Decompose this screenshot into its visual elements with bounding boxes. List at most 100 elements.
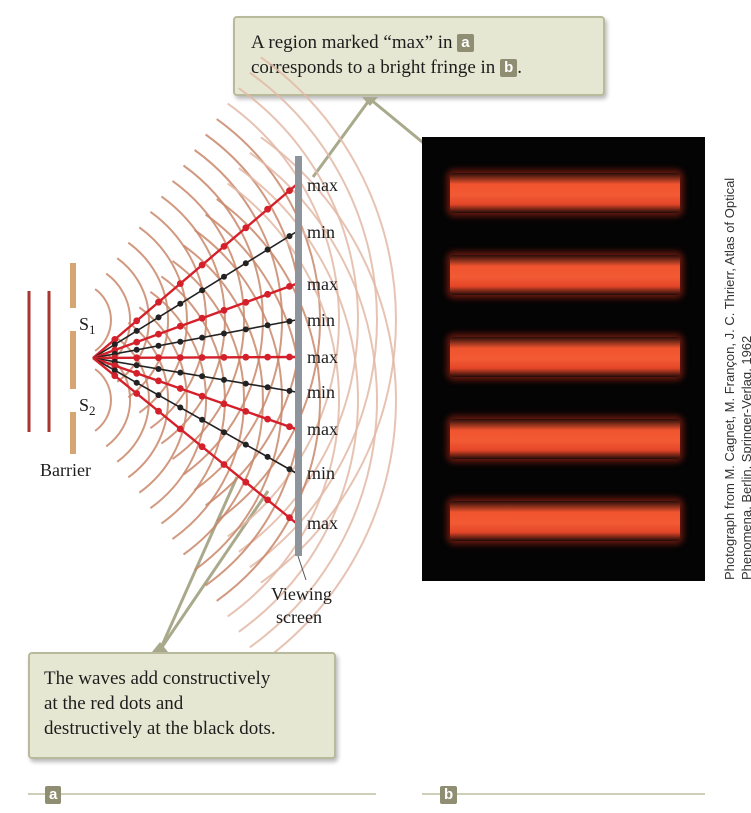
min-ray-4: [92, 319, 297, 359]
red-dot: [155, 298, 162, 306]
black-dot: [133, 379, 140, 386]
black-dot: [199, 287, 206, 294]
black-dot: [177, 369, 184, 376]
black-dot: [155, 366, 162, 372]
black-dot: [199, 416, 206, 423]
bright-fringe: [450, 173, 680, 213]
interference-rays: [92, 184, 297, 524]
callout-bottom-leader: [158, 476, 239, 651]
barrier-top: [70, 263, 76, 308]
min-ray-2: [92, 231, 297, 359]
wavefront-arc-slit-1: [138, 226, 188, 414]
max-ray-1: [92, 184, 297, 359]
max-ray-5: [92, 355, 297, 360]
wavefront-arc-slit-1: [160, 195, 226, 445]
red-dot: [264, 205, 271, 213]
black-dot: [155, 314, 162, 321]
red-dot: [220, 400, 228, 408]
black-dot: [221, 429, 227, 436]
black-dot: [155, 392, 162, 399]
barrier-bottom: [70, 412, 76, 454]
red-dot: [155, 407, 162, 415]
red-dot: [220, 461, 228, 468]
wavefront-arc-slit-1: [94, 288, 112, 352]
red-dot: [133, 317, 141, 325]
red-dot: [286, 353, 293, 361]
slit-1-label: S1: [79, 314, 96, 337]
black-dot: [286, 233, 293, 240]
viewing-screen-label-line-2: screen: [276, 607, 322, 627]
screen-label-max-1: max: [307, 175, 338, 195]
black-dot: [133, 327, 140, 334]
black-dot: [177, 300, 184, 307]
viewing-screen-leader: [297, 555, 307, 581]
black-dot: [242, 326, 249, 333]
black-dot: [111, 341, 118, 348]
black-dot: [264, 384, 271, 391]
red-dot: [242, 224, 250, 232]
wavefront-arc-slit-1: [171, 180, 246, 460]
black-dot: [221, 376, 227, 383]
red-dot: [264, 496, 271, 504]
wavefront-arc-slit-1: [249, 71, 378, 569]
red-dot: [264, 290, 271, 298]
panel-badge-a: a: [457, 34, 474, 52]
callout-top-leader: [311, 98, 372, 178]
wavefront-arc-slit-2: [160, 275, 226, 525]
red-dot: [242, 353, 250, 361]
black-dot: [242, 441, 249, 448]
black-dot: [286, 318, 293, 325]
min-ray-8: [92, 357, 297, 474]
red-dot: [198, 443, 206, 451]
wavefront-arc-slit-1: [194, 149, 283, 491]
wavefront-arc-slit-2: [260, 136, 397, 664]
wavefront-arc-slit-1: [116, 257, 150, 383]
wavefront-arc-slit-2: [194, 229, 283, 571]
callout-bottom-line-2: at the red dots and: [44, 693, 184, 714]
photo-credit: Photograph from M. Cagnet, M. Françon, J…: [722, 177, 751, 580]
callout-max-bright-fringe: A region marked “max” in a corresponds t…: [233, 16, 605, 96]
black-dot: [177, 404, 184, 411]
black-dot: [133, 346, 140, 353]
red-dot: [198, 261, 206, 269]
red-dot: [220, 306, 228, 314]
black-dot: [177, 338, 184, 345]
wavefronts: [94, 56, 397, 664]
barrier-middle: [70, 331, 76, 389]
red-dot: [155, 354, 162, 362]
red-dot: [264, 353, 271, 361]
panel-b-rule: [422, 793, 705, 795]
red-dot: [133, 390, 141, 397]
wavefront-arc-slit-2: [227, 182, 341, 618]
callout-top-line-1: A region marked “max” in a: [251, 30, 587, 55]
red-dot: [133, 369, 141, 377]
max-ray-3: [92, 282, 297, 360]
callout-bottom-line-3: destructively at the black dots.: [44, 718, 276, 739]
black-dot: [242, 260, 249, 267]
black-dot: [133, 362, 140, 369]
screen-label-max-5: max: [307, 347, 338, 367]
red-dot: [111, 372, 119, 380]
red-dot: [242, 408, 250, 415]
red-dot: [286, 423, 293, 431]
panel-a-tag: a: [45, 786, 62, 804]
red-dot: [286, 187, 293, 195]
panel-badge-b: b: [500, 59, 518, 77]
wavefront-arc-slit-2: [138, 306, 188, 494]
wavefront-arc-slit-2: [249, 151, 378, 649]
viewing-screen-label-line-1: Viewing: [271, 584, 332, 604]
red-dot: [133, 338, 141, 346]
black-dot: [286, 387, 293, 394]
red-dot: [133, 354, 141, 362]
red-dot: [242, 298, 250, 306]
red-dot: [220, 243, 228, 250]
red-dot: [286, 283, 293, 290]
screen-label-max-7: max: [307, 419, 338, 439]
bright-fringe: [450, 255, 680, 295]
red-dot: [176, 322, 184, 330]
screen-label-min-2: min: [307, 222, 335, 242]
black-dot: [199, 334, 206, 341]
black-dot: [221, 273, 227, 280]
